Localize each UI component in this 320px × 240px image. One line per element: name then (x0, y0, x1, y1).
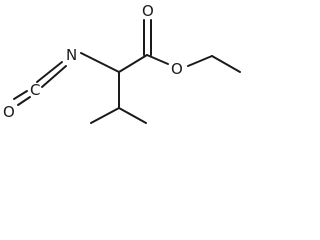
atom-label-c-isocyanate: C (30, 81, 40, 99)
atom-label-n-isocyanate: N (66, 46, 77, 64)
bond-cbeta-methyl-right (118, 107, 147, 124)
bond-n-calpha (80, 52, 120, 73)
carbonyl-group (143, 19, 152, 56)
bond-cbeta-methyl-left (90, 107, 120, 124)
atom-label-o-ester: O (171, 60, 183, 78)
atom-label-o-carbonyl: O (142, 2, 154, 20)
bond-c-o-ester (146, 54, 169, 65)
bond-ch2-ch3 (211, 55, 241, 73)
atom-label-o-isocyanate: O (3, 103, 15, 121)
bond-o-c-2 (13, 90, 28, 100)
isocyanate-group (13, 61, 67, 106)
bond-calpha-ccarbonyl (118, 54, 148, 73)
bond-o-c-1 (17, 96, 31, 106)
bond-o-ch2 (187, 55, 213, 67)
bond-c-n-1 (41, 65, 67, 88)
molecule-structure: O C N O O (3, 2, 241, 124)
bond-c-n-2 (36, 61, 63, 83)
